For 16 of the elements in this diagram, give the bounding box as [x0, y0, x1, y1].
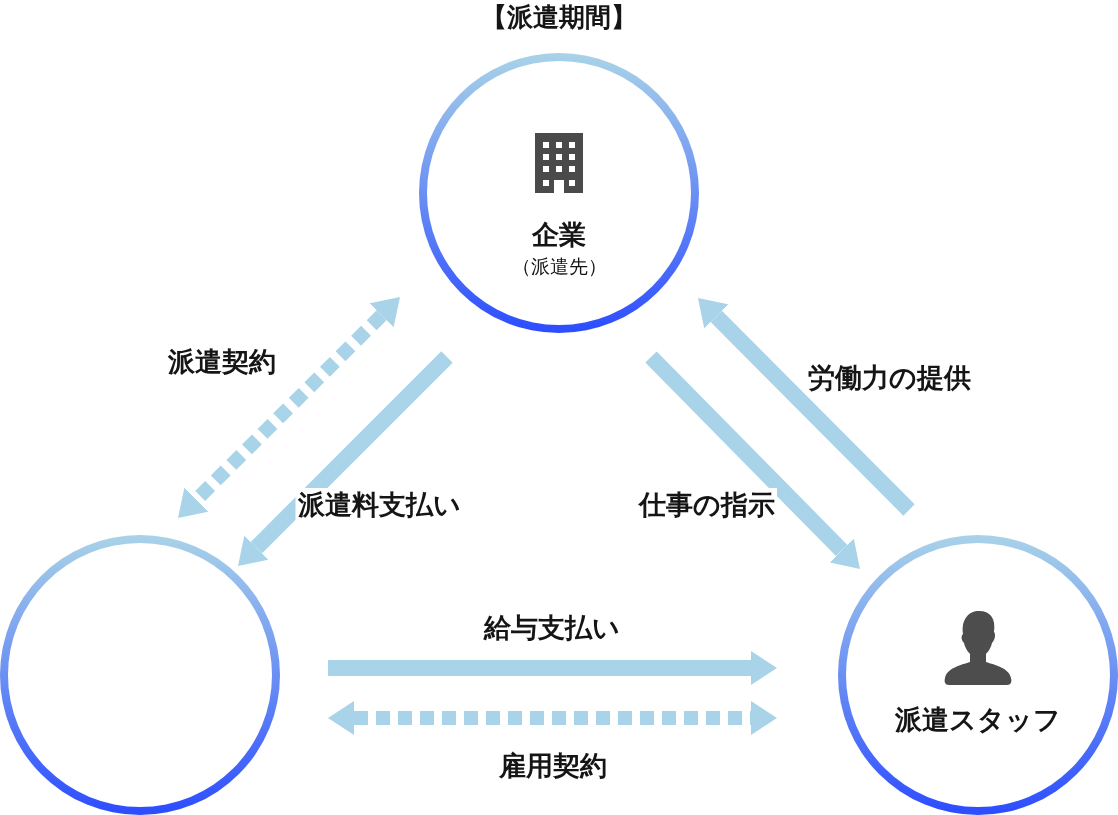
node-label: 派遣スタッフ [895, 703, 1061, 737]
node-label: 企業 [532, 218, 586, 252]
arrow [328, 651, 777, 685]
edge-label: 派遣料支払い [295, 488, 463, 522]
arrow [697, 297, 915, 516]
diagram-title: 【派遣期間】 [481, 1, 637, 33]
edge-label: 雇用契約 [497, 749, 609, 783]
arrow [645, 351, 860, 569]
edge-label: 給与支払い [482, 611, 622, 645]
dashed-double-arrow [328, 701, 777, 735]
edge-label: 派遣契約 [166, 345, 278, 379]
edge-label: 仕事の指示 [637, 488, 777, 522]
node-sublabel: （派遣先） [511, 254, 607, 278]
arrow [238, 351, 453, 566]
edge-label: 労働力の提供 [805, 361, 973, 395]
dashed-double-arrow [178, 296, 400, 519]
